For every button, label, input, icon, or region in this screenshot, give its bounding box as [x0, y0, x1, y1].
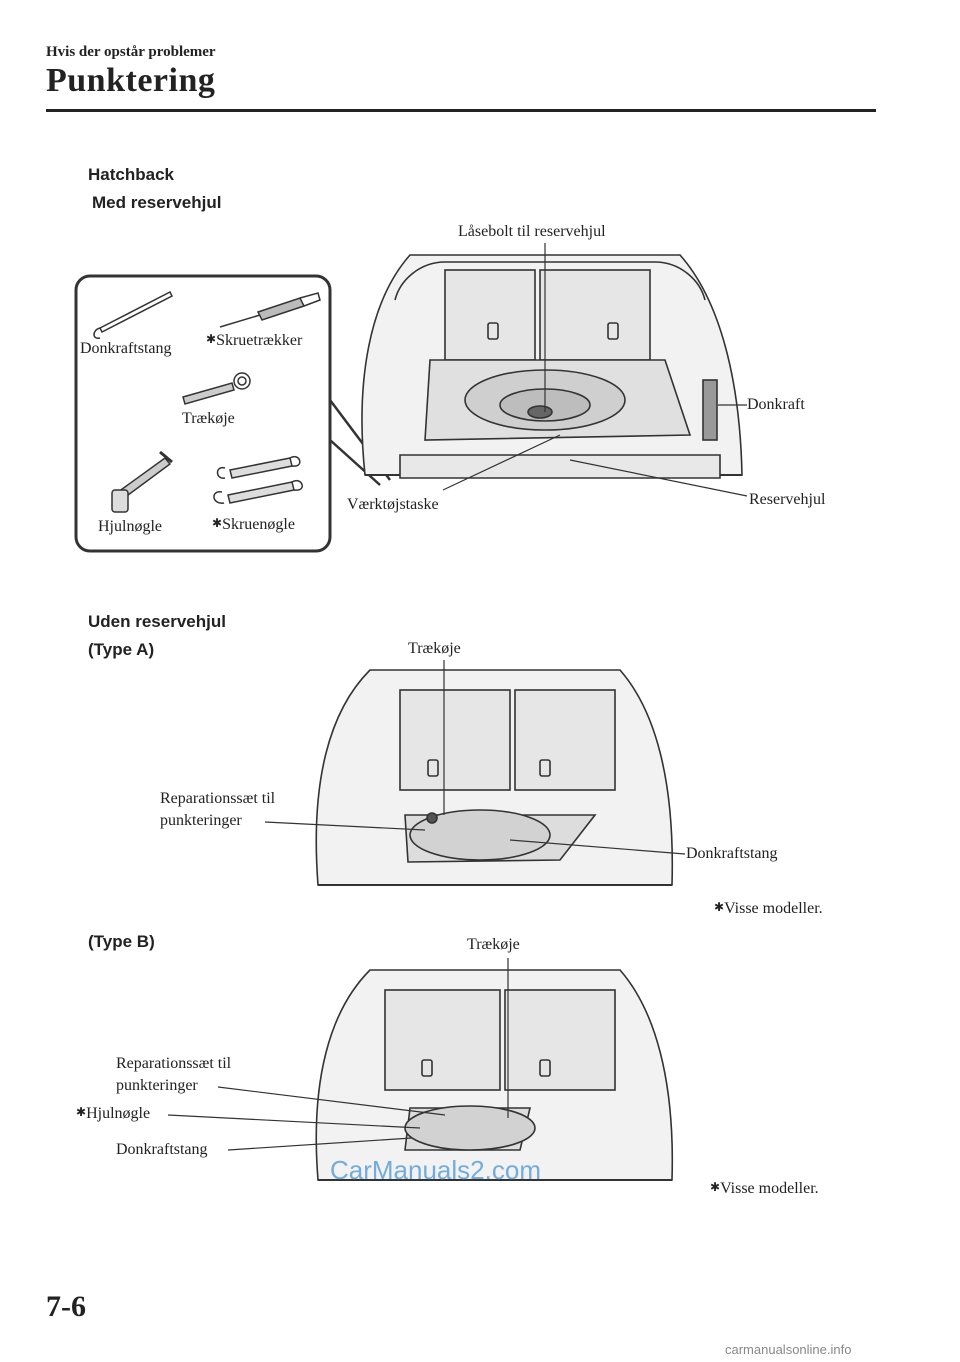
type-b-heading: (Type B) [88, 932, 155, 951]
type-b-jack-handle-label: Donkraftstang [116, 1141, 208, 1158]
trunk-with-spare-illustration [361, 254, 743, 479]
footnote-star-icon: ✱ [76, 1105, 87, 1119]
header-divider [46, 109, 876, 112]
without-spare-heading: Uden reservehjul [88, 612, 226, 631]
type-a-jack-handle-label: Donkraftstang [686, 845, 778, 862]
type-b-note: ✱Visse modeller. [710, 1180, 819, 1197]
hatchback-heading: Hatchback [88, 165, 174, 184]
type-b-repair-kit-label-line2: punkteringer [116, 1077, 198, 1094]
type-b-lug-wrench-label: ✱Hjulnøgle [76, 1105, 151, 1122]
type-a-heading: (Type A) [88, 640, 155, 659]
jack-label: Donkraft [747, 396, 805, 413]
page-number: 7-6 [46, 1290, 86, 1323]
lug-wrench-icon [111, 450, 173, 513]
screwdriver-label: ✱Skruetrækker [206, 332, 303, 349]
lug-wrench-tool-label: Hjulnøgle [98, 518, 162, 535]
tow-hook-icon [182, 372, 251, 405]
footnote-star-icon: ✱ [714, 900, 725, 914]
leader-lines [167, 243, 748, 1151]
tow-hook-tool-label: Trækøje [182, 410, 235, 427]
tool-box-illustration [74, 274, 391, 553]
type-b-repair-kit-label-line1: Reparationssæt til [116, 1055, 232, 1072]
watermark: CarManuals2.com [330, 1155, 541, 1185]
type-a-repair-kit-label-line2: punkteringer [160, 812, 242, 829]
spare-tire-label: Reservehjul [749, 491, 826, 508]
footnote-star-icon: ✱ [206, 332, 217, 346]
footnote-star-icon: ✱ [710, 1180, 721, 1194]
with-spare-heading: Med reservehjul [92, 193, 222, 212]
type-b-tow-hook-label: Trækøje [467, 936, 520, 953]
trunk-type-a-illustration [315, 669, 674, 886]
type-a-repair-kit-label-line1: Reparationssæt til [160, 790, 276, 807]
jack-handle-tool-label: Donkraftstang [80, 340, 172, 357]
screwdriver-icon [219, 292, 321, 328]
tool-bag-label: Værktøjstaske [347, 496, 439, 513]
spanner-label: ✱Skruenøgle [212, 516, 295, 533]
footer-url: carmanualsonline.info [725, 1342, 852, 1357]
footnote-star-icon: ✱ [212, 516, 223, 530]
type-a-note: ✱Visse modeller. [714, 900, 823, 917]
spanner-icon [213, 455, 303, 504]
jack-handle-icon [93, 290, 174, 339]
section-header: Hvis der opstår problemer [46, 44, 216, 60]
trunk-type-b-illustration [315, 969, 674, 1181]
type-a-tow-hook-label: Trækøje [408, 640, 461, 657]
spare-lock-bolt-label: Låsebolt til reservehjul [458, 223, 606, 240]
page-title: Punktering [46, 62, 216, 99]
